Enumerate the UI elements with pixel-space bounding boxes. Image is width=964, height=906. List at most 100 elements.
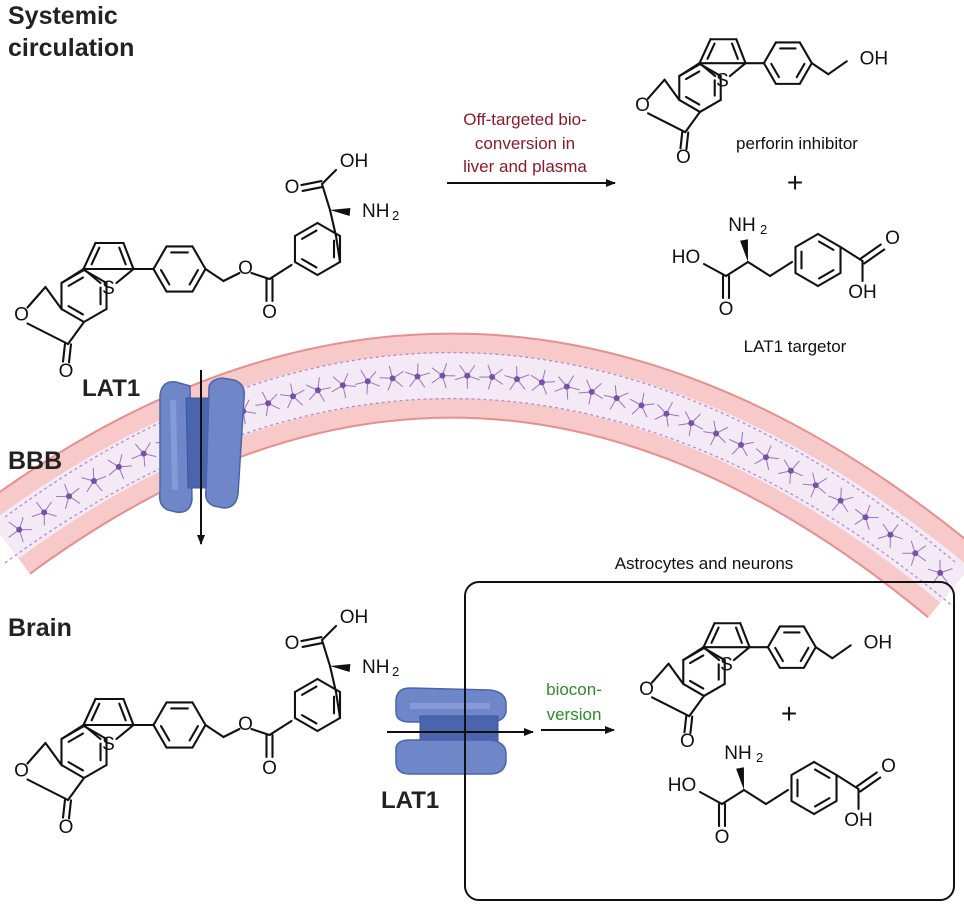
double-bond-inner [67,732,84,743]
wedge-bond [736,767,744,790]
phthalide-benzene-bond [698,98,722,113]
bond [650,662,670,684]
carboxyl-oh: OH [848,282,877,303]
bond [684,110,702,134]
hydroxyl-oh: OH [864,632,893,653]
phenyl-bond [152,723,168,749]
phenyl-bond [152,245,168,271]
carboxyl-ho: HO [668,775,697,796]
bbb-cell [305,377,331,402]
carbonyl-bond [61,798,67,819]
prodrug-ring-bond [293,677,319,694]
double-bond-inner [688,679,705,690]
carbonyl-bond [863,248,886,265]
offtarget-label-line3: liver and plasma [463,157,587,176]
thiophene-bond [122,241,135,271]
bond [814,646,834,660]
double-bond-inner [159,725,171,742]
carbonyl-oxygen: O [885,228,900,249]
bbb-inner-edge-top [4,351,956,563]
targetor-ring-bond [816,271,842,288]
bbb-cell [280,383,305,409]
double-bond-inner [188,269,199,286]
bbb-cell [31,501,57,526]
bond [328,664,338,694]
amine-nh: NH [362,201,389,222]
bioconversion-label-line1: biocon- [546,680,602,699]
double-bond-inner [795,62,806,79]
carbonyl-oxygen: O [262,302,277,323]
bond [204,723,225,739]
lat1-label-top: LAT1 [82,375,140,402]
thiophene-sulfur: S [102,278,115,299]
targetor-ring-bond [816,232,842,249]
subscript-2: 2 [392,664,399,679]
bond [82,723,102,741]
bond [768,260,794,278]
phenyl-bond [762,62,777,85]
bond [26,285,47,309]
double-bond-inner [188,725,199,742]
bond [667,662,685,686]
phthalide-benzene-bond [678,98,702,113]
bond [115,267,135,285]
carbonyl-oxygen: O [285,633,300,654]
carbonyl-bond [301,641,324,648]
bond [698,790,724,806]
phthalide-benzene-bond [60,307,86,324]
bond [60,723,85,741]
bbb-cell [431,363,456,389]
targetor-ring-bond [812,799,838,816]
carbonyl-oxygen: O [262,758,277,779]
astrocytes-neurons-box [464,581,955,901]
carbonyl-oxygen: O [719,299,734,320]
double-bond-inner [300,229,318,240]
bond [60,267,85,285]
bond [742,788,768,806]
bond [646,112,687,134]
bond [44,741,63,767]
phenyl-bond [191,245,207,271]
carbonyl-oxygen: O [715,827,730,848]
ester-oxygen: O [238,258,253,279]
carbonyl-bond [689,715,694,735]
thiophene-bond [122,697,135,727]
double-bond-inner [684,95,701,106]
perforin-inhibitor-caption: perforin inhibitor [736,134,858,153]
amine-nh: NH [728,215,755,236]
bond [26,778,70,802]
double-bond-inner [734,626,743,644]
phenyl-bond [802,646,817,669]
lat1-label-bottom: LAT1 [381,787,439,814]
bond [328,208,338,238]
bbb-cell [81,467,107,493]
bond [44,285,63,311]
bond [320,624,338,642]
carboxyl-oh: OH [340,151,369,172]
carbonyl-oxygen: O [676,147,691,168]
carbonyl-bond [685,131,690,151]
bond [827,60,848,76]
prodrug-ring-bond [293,221,319,238]
double-bond-inner [300,685,318,696]
carbonyl-bond [67,343,73,364]
wedge-bond [330,208,351,216]
bond [268,263,293,281]
carbonyl-oxygen: O [59,817,74,838]
targetor-ring-bond [790,760,816,777]
bond [746,260,772,278]
lactone-oxygen: O [635,95,650,116]
bbb-cell [603,385,629,410]
bbb-cell [877,523,903,548]
targetor-ring-bond [790,799,816,816]
double-bond-inner [300,258,318,269]
bioconversion-label-line2: version [547,705,602,724]
double-bond-inner [814,768,831,779]
prodrug-ring-bond [316,716,342,733]
double-bond-inner [67,276,84,287]
